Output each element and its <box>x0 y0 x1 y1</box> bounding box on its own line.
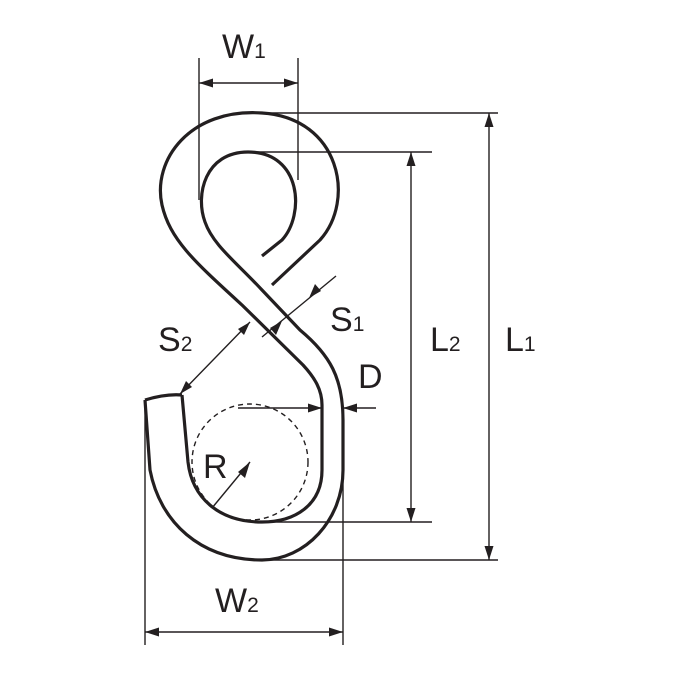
l1-dimension <box>484 113 494 560</box>
s2-dimension <box>179 321 251 395</box>
s1-dimension <box>261 275 337 338</box>
l1-label: L1 <box>505 321 536 359</box>
d-label: D <box>358 358 383 396</box>
w2-dimension <box>145 627 343 637</box>
l2-label: L2 <box>430 321 461 359</box>
s2-label: S2 <box>158 321 192 359</box>
w2-label: W2 <box>215 582 259 620</box>
d-dimension <box>308 403 376 413</box>
extension-lines <box>144 58 498 645</box>
w1-dimension <box>199 78 298 88</box>
r-dimension <box>211 461 251 509</box>
r-label: R <box>203 448 228 486</box>
l2-dimension <box>406 152 416 522</box>
w1-label: W1 <box>222 28 266 66</box>
s1-label: S1 <box>330 301 364 339</box>
hook-radius-circle <box>191 403 309 521</box>
